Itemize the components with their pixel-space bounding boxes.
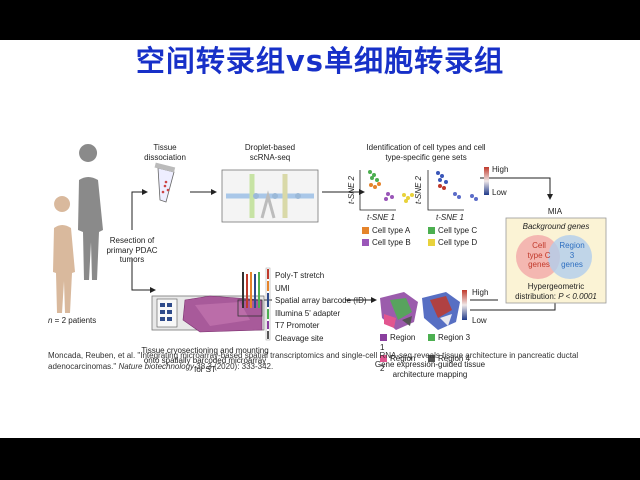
venn-diagram <box>505 217 607 304</box>
tsne-x-label-2: t-SNE 1 <box>436 213 465 222</box>
barcode-item: T7 Promoter <box>275 321 320 330</box>
background-genes-label: Background genes <box>522 222 590 231</box>
tsne-y-label-2: t-SNE 2 <box>414 175 423 204</box>
barcode-item: Cleavage site <box>275 333 324 343</box>
legend-swatch-b <box>362 238 369 246</box>
region-swatch-4 <box>428 355 435 363</box>
mia-label: MIA <box>547 207 563 216</box>
patients-n: n <box>48 316 53 325</box>
region-swatch-3 <box>428 334 435 342</box>
region-item-2: Region 2 <box>380 354 422 373</box>
st-array-slide <box>151 295 265 333</box>
tsne-plot-cell-types <box>359 170 414 211</box>
slide-title: 空间转录组vs单细胞转录组 <box>135 44 505 78</box>
region-swatch-1 <box>380 334 387 342</box>
citation-volume: 38.3 (2020): 333-342. <box>194 361 274 371</box>
citation-authors: Moncada, Reuben, et al. "Integrating mic… <box>48 351 579 371</box>
p-value: P < 0.0001 <box>558 292 597 301</box>
barcode-item: Spatial array barcode (ID) <box>275 296 367 305</box>
legend-item-b: Cell type B <box>362 238 424 248</box>
legend-label-b: Cell type B <box>372 237 411 247</box>
region-map-clusters <box>380 292 418 330</box>
cryosectioning-label: Tissue cryosectioning and mounting onto … <box>141 346 269 374</box>
region-item-3: Region 3 <box>428 333 470 352</box>
venn-right-label: Region 3 genes <box>559 241 585 269</box>
region-label-1: Region 1 <box>380 333 416 352</box>
barcode-item: Illumina 5' adapter <box>275 308 341 318</box>
distribution-text: distribution: <box>515 292 559 301</box>
distribution-label: distribution: P < 0.0001 <box>506 292 606 302</box>
legend-item-c: Cell type C <box>428 226 477 236</box>
patient-silhouettes <box>53 144 103 313</box>
legend-item-d: Cell type D <box>428 238 477 248</box>
region-label-3: Region 3 <box>438 333 471 342</box>
tube-icon <box>154 162 176 203</box>
tsne-plot-expression <box>427 170 478 211</box>
barcode-probes-icon <box>237 267 271 341</box>
legend-item-a: Cell type A <box>362 226 424 236</box>
colorbar-top <box>484 167 489 195</box>
tsne-y-label-1: t-SNE 2 <box>347 175 356 204</box>
region-swatch-2 <box>380 355 387 363</box>
tissue-dissociation-label: Tissue dissociation <box>144 143 186 162</box>
region-label-2: Region 2 <box>380 354 416 373</box>
legend-swatch-a <box>362 227 369 235</box>
legend-label-c: Cell type C <box>438 226 478 235</box>
barcode-components-list: Poly-T stretch UMI Spatial array barcode… <box>275 270 367 345</box>
low-label-bottom: Low <box>472 316 487 325</box>
cell-type-legend: Cell type A Cell type C Cell type B Cell… <box>362 226 492 247</box>
hypergeometric-label: Hypergeometric <box>527 282 585 291</box>
legend-swatch-c <box>428 227 435 235</box>
region-legend: Region 1 Region 3 Region 2 Region 4 <box>380 333 476 373</box>
high-label-top: High <box>492 165 509 174</box>
identification-label: Identification of cell types and cell ty… <box>366 143 486 162</box>
barcode-item: UMI <box>275 283 290 293</box>
colorbar-bottom <box>462 290 467 320</box>
venn-left-label: Cell type C genes <box>527 241 551 269</box>
region-item-4: Region 4 <box>428 354 470 373</box>
microfluidic-chip-icon <box>221 169 319 223</box>
droplet-label: Droplet-based scRNA-seq <box>244 143 296 162</box>
legend-swatch-d <box>428 238 435 246</box>
region-item-1: Region 1 <box>380 333 422 352</box>
citation: Moncada, Reuben, et al. "Integrating mic… <box>48 351 588 372</box>
gene-mapping-label: Gene expression-guided tissue architectu… <box>374 360 486 379</box>
citation-journal: Nature biotechnology <box>118 361 195 371</box>
legend-label-d: Cell type D <box>438 237 478 247</box>
barcode-item: Poly-T stretch <box>275 271 325 280</box>
patients-label: n = 2 patients <box>48 316 96 326</box>
high-label-bottom: High <box>472 288 489 297</box>
low-label-top: Low <box>492 188 507 197</box>
patients-count: = 2 patients <box>52 316 97 325</box>
tsne-x-label-1: t-SNE 1 <box>367 213 396 222</box>
legend-label-a: Cell type A <box>372 226 411 235</box>
region-label-4: Region 4 <box>438 354 471 363</box>
region-map-expression <box>422 292 460 330</box>
resection-label: Resection of primary PDAC tumors <box>106 236 158 264</box>
